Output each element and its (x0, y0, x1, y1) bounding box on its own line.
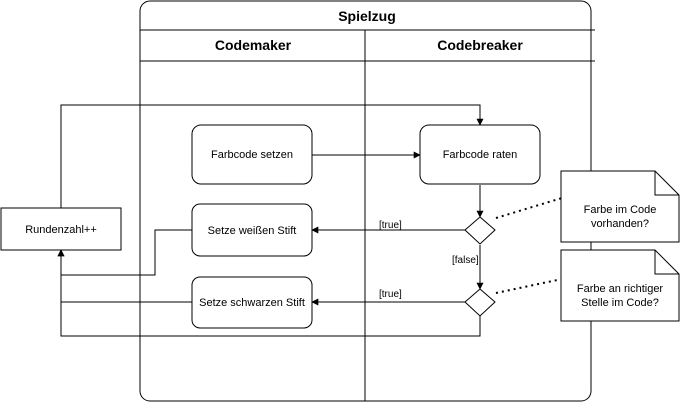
edge-loop-to-raten (60, 104, 484, 208)
note-2 (560, 249, 680, 322)
note-1-fold (654, 171, 679, 196)
weissen-stift-node (191, 203, 313, 257)
lane-label-codebreaker: Codebreaker (437, 37, 523, 53)
schwarzen-stift-node (191, 276, 313, 329)
farbcode-raten-node (419, 124, 541, 185)
note-2-fold (654, 250, 679, 275)
note-2-line-1: Farbe an richtiger (577, 283, 664, 295)
farbcode-setzen-label: Farbcode setzen (211, 149, 293, 161)
weissen-stift-label: Setze weißen Stift (208, 225, 297, 237)
schwarzen-stift-label: Setze schwarzen Stift (199, 297, 305, 309)
edge-decision2-false (57, 249, 481, 337)
rundenzahl-label: Rundenzahl++ (25, 224, 97, 236)
guard-true-1: [true] (379, 220, 402, 231)
lane-label-codemaker: Codemaker (215, 37, 292, 53)
note-1 (560, 170, 680, 243)
farbcode-raten-label: Farbcode raten (443, 149, 518, 161)
farbcode-setzen-node (191, 124, 313, 185)
pool-title: Spielzug (338, 8, 396, 24)
rundenzahl-node (0, 207, 122, 251)
decision-2 (464, 288, 496, 317)
guard-true-2: [true] (379, 289, 402, 300)
note-1-line-1: Farbe im Code (584, 204, 657, 216)
decision-1 (464, 216, 496, 245)
guard-false-1: [false] (452, 255, 479, 266)
note-1-line-2: vorhanden? (591, 218, 649, 230)
note-2-line-2: Stelle im Code? (581, 297, 659, 309)
